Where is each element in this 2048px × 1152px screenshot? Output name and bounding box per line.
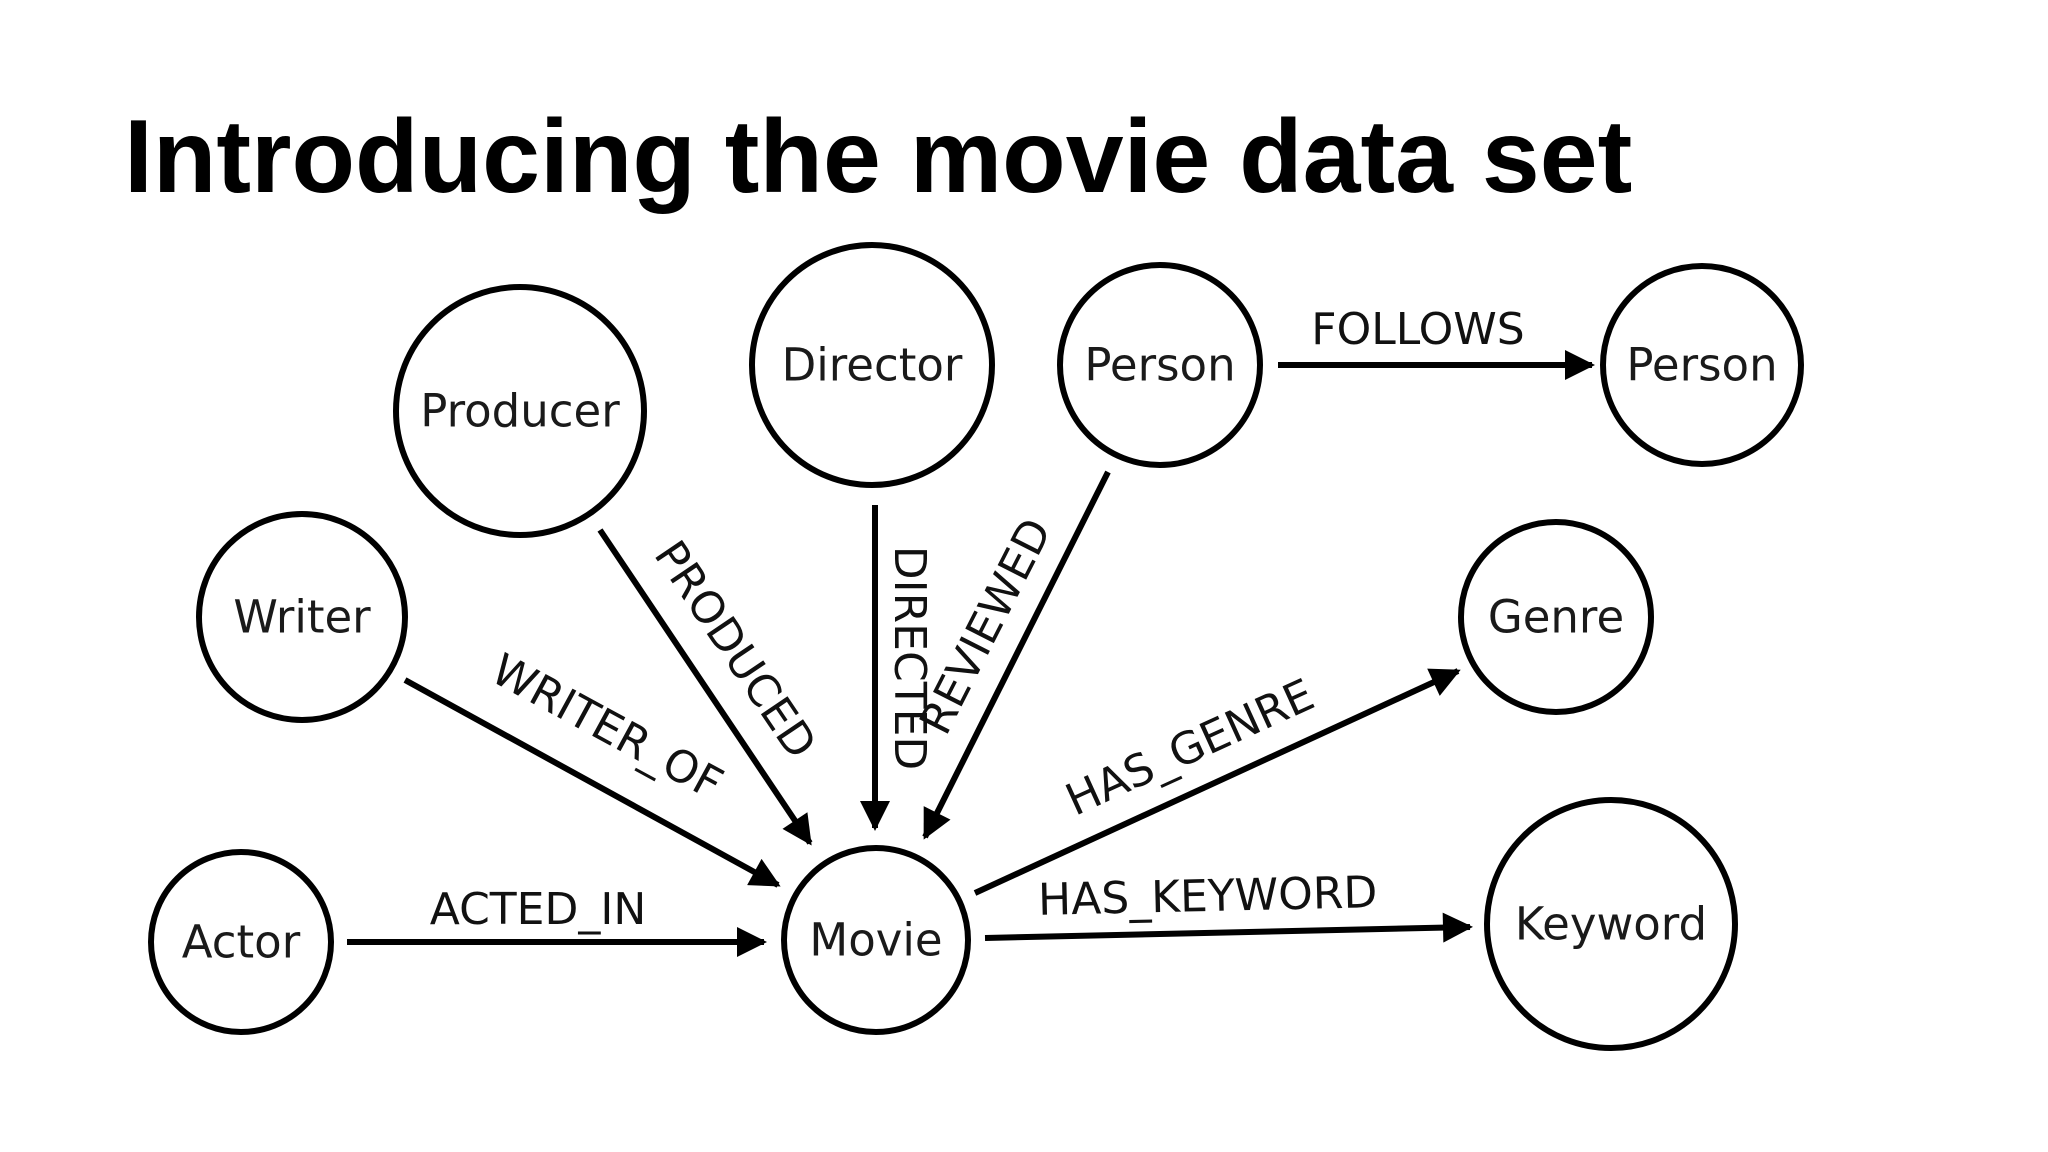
node-writer-circle [196,511,408,723]
node-movie: Movie [781,845,971,1035]
node-director-circle [749,242,995,488]
node-producer: Producer [393,284,647,538]
node-keyword-circle [1484,797,1738,1051]
node-keyword-label: Keyword [1515,898,1707,951]
node-producer-circle [393,284,647,538]
node-movie-circle [781,845,971,1035]
node-person-followed-circle [1600,263,1804,467]
edge-produced [597,528,813,846]
node-writer-label: Writer [233,591,371,644]
edge-label-follows: FOLLOWS [1311,304,1524,355]
node-producer-label: Producer [420,385,620,438]
edge-has-genre [973,668,1461,896]
node-genre-circle [1458,519,1654,715]
node-actor: Actor [148,849,334,1035]
node-director-label: Director [782,339,963,392]
edge-label-has-genre: HAS_GENRE [1058,669,1321,826]
node-director: Director [749,242,995,488]
node-genre-label: Genre [1488,591,1624,644]
edge-reviewed [922,470,1111,840]
node-person-followed: Person [1600,263,1804,467]
edge-writer-of [403,677,781,888]
node-person-reviewer-circle [1057,262,1263,468]
node-writer: Writer [196,511,408,723]
node-keyword: Keyword [1484,797,1738,1051]
edge-label-has-keyword: HAS_KEYWORD [1038,867,1378,926]
node-actor-circle [148,849,334,1035]
node-genre: Genre [1458,519,1654,715]
node-person-reviewer: Person [1057,262,1263,468]
node-actor-label: Actor [182,916,301,969]
node-person-reviewer-label: Person [1084,339,1235,392]
edges [347,350,1595,957]
edge-has-keyword [984,912,1473,943]
node-person-followed-label: Person [1626,339,1777,392]
node-movie-label: Movie [809,914,942,967]
edge-label-acted-in: ACTED_IN [430,884,647,935]
slide-title: Introducing the movie data set [124,99,1633,215]
edge-label-directed: DIRECTED [884,546,935,771]
